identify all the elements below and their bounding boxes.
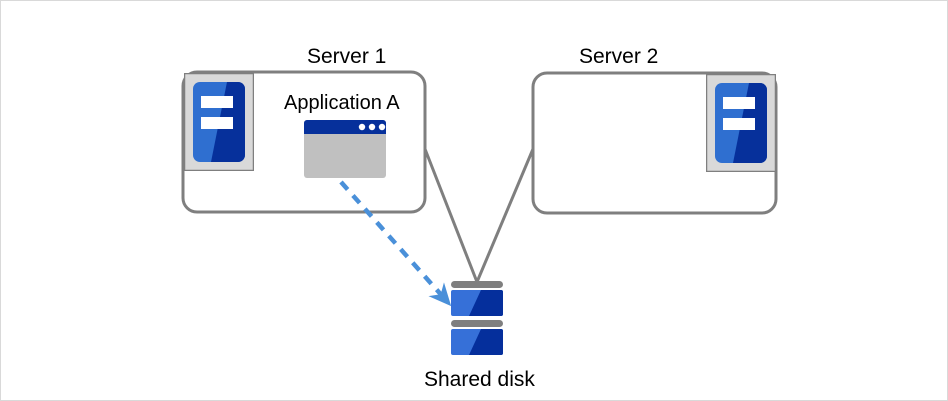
- server-1-label: Server 1: [307, 45, 387, 68]
- server-2-label: Server 2: [579, 45, 659, 68]
- application-a-window-icon[interactable]: [304, 120, 386, 178]
- connector-server-2-to-disk: [475, 148, 535, 283]
- server-1-stack-icon: [184, 73, 254, 171]
- connector-application-a-to-disk: [339, 180, 452, 307]
- server-2-stack-icon: [706, 74, 776, 172]
- shared-disk-label: Shared disk: [424, 368, 535, 391]
- application-a-label: Application A: [284, 92, 400, 114]
- connector-server-1-to-disk: [423, 148, 479, 283]
- shared-disk-icon[interactable]: [451, 281, 503, 355]
